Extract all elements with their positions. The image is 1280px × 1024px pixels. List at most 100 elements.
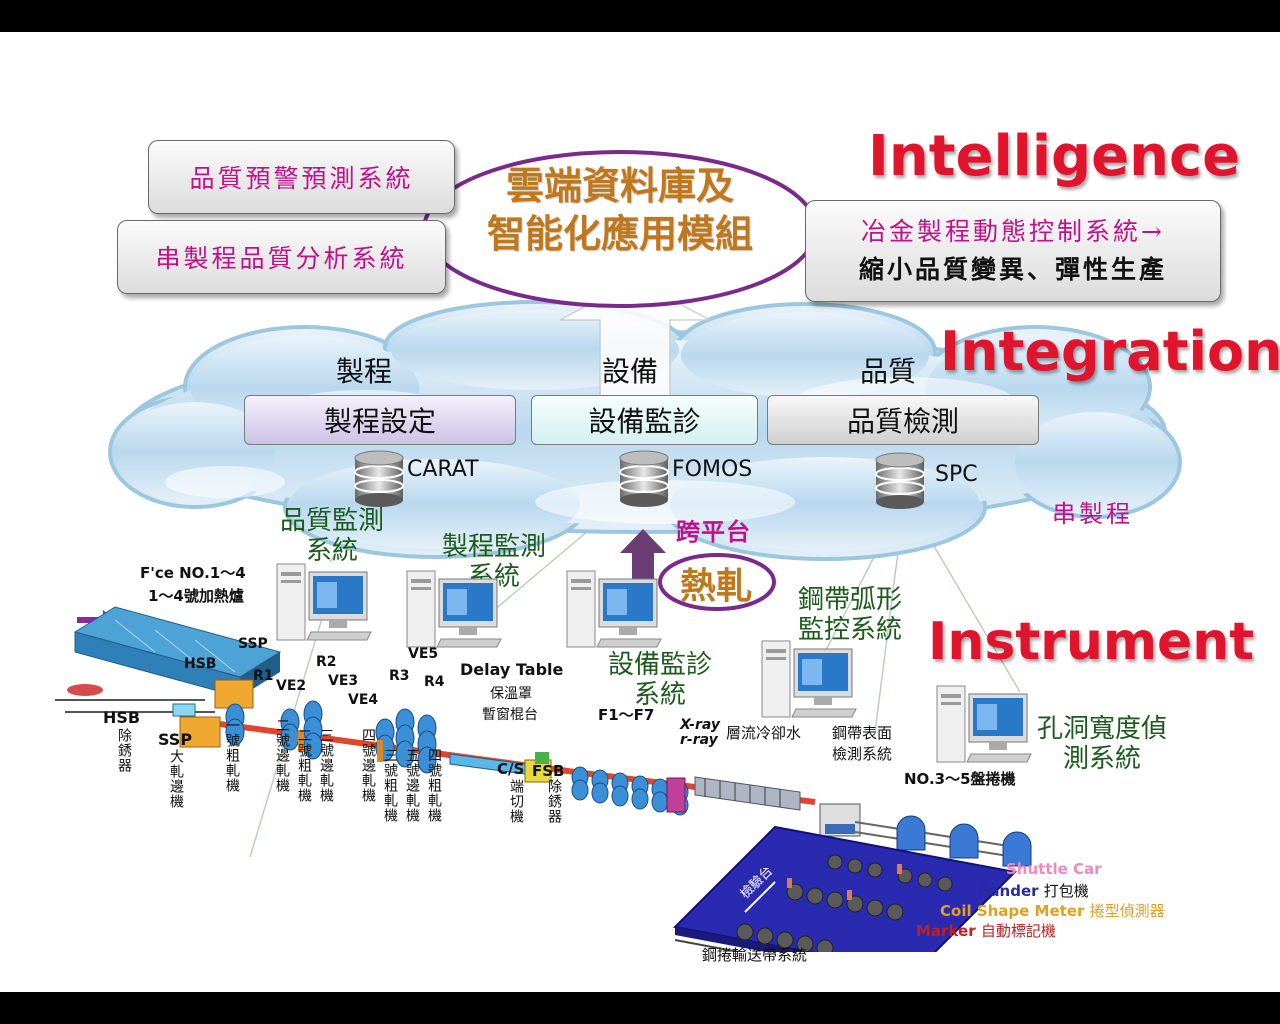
hot-rolling-ellipse (658, 553, 776, 611)
ve2-label: VE2 (276, 678, 307, 694)
legend-marker: Marker 自動標記機 (916, 920, 1056, 941)
hole-width-system-label: 孔洞寬度偵 測系統 (1022, 714, 1182, 774)
database-icon-spc (875, 452, 925, 509)
legend-coil-shape-meter: Coil Shape Meter 捲型偵測器 (940, 900, 1165, 921)
coil-conveyor-label: 鋼捲輸送帶系統 (702, 946, 808, 964)
dynamic-control-line1: 冶金製程動態控制系統→ (861, 217, 1165, 246)
equipment-diagnosis-box: 設備監診 (531, 395, 758, 445)
quality-monitor-system-label: 品質監測 系統 (262, 506, 402, 566)
strip-camber-system-label: 鋼帶弧形 監控系統 (780, 585, 920, 645)
legend-bander-en: Bander (978, 882, 1039, 900)
upward-arrow (559, 280, 711, 415)
furnace-zh-label: 1～4號加熱爐 (148, 587, 244, 605)
cloud-db-line1: 雲端資料庫及 (505, 163, 734, 208)
database-icon-carat (354, 450, 404, 507)
ve3-label: VE3 (328, 673, 359, 689)
edger-2-vlabel: 二號邊軋機 (274, 718, 290, 793)
heading-intelligence: Intelligence (868, 124, 1241, 189)
diagram-canvas: 雲端資料庫及 智能化應用模組 Intelligence Integration … (0, 32, 1280, 992)
hot-rolling-up-arrow (620, 529, 666, 585)
roughing-mill-1-vlabel: 一號粗軋機 (224, 718, 240, 793)
finishing-descaler-vlabel: 除銹器 (546, 779, 562, 824)
r3-label: R3 (389, 668, 410, 684)
db-label-fomos: FOMOS (672, 457, 753, 482)
cross-process-label: 串製程 (1052, 500, 1133, 528)
crop-shear-vlabel: 端切機 (508, 779, 524, 824)
hot-strip-mill-schematic (55, 606, 1032, 952)
quality-monitor-line2: 系統 (305, 536, 358, 566)
hole-width-line1: 孔洞寬度偵 (1036, 714, 1167, 744)
sizing-press-vlabel: 大軋邊機 (168, 749, 184, 809)
laminar-cooling-label: 層流冷卻水 (726, 724, 802, 742)
r4-label: R4 (424, 674, 445, 690)
legend-bander: Bander 打包機 (978, 880, 1089, 901)
cross-process-analysis-box: 串製程品質分析系統 (117, 220, 446, 294)
hold-table-label: 暫窗棍台 (482, 707, 538, 723)
db-label-carat: CARAT (407, 457, 479, 482)
legend-marker-zh: 自動標記機 (980, 922, 1056, 940)
equipment-monitor-system-label: 設備監診 系統 (590, 650, 730, 710)
edger-5-vlabel: 五號邊軋機 (404, 748, 420, 823)
computer-icon-process (406, 570, 502, 648)
edger-4-vlabel: 四號邊軋機 (360, 728, 376, 803)
legend-marker-en: Marker (916, 922, 976, 940)
db-label-spc: SPC (935, 462, 978, 487)
ve4-label: VE4 (348, 692, 379, 708)
xray-label: X-ray (680, 717, 720, 733)
database-icon-fomos (619, 450, 669, 507)
coilers-label: NO.3～5盤捲機 (904, 770, 1016, 788)
category-process: 製程 (336, 355, 393, 388)
delay-table-label: Delay Table (460, 660, 564, 679)
ve5-label: VE5 (408, 646, 439, 662)
quality-warning-box: 品質預警預測系統 (148, 140, 455, 214)
computer-icon-hole (936, 685, 1032, 763)
dynamic-control-line2: 縮小品質變異、彈性生產 (858, 255, 1167, 284)
legend-shuttle-car: Shuttle Car (1006, 860, 1102, 878)
r2-label: R2 (316, 654, 337, 670)
hsb-big-label: HSB (103, 708, 141, 727)
computer-icon-equipment (566, 570, 662, 648)
heading-integration: Integration (940, 320, 1280, 383)
heat-cover-label: 保溫罩 (490, 686, 532, 702)
descaler-vlabel: 除銹器 (116, 728, 132, 773)
furnace-en-label: F'ce NO.1～4 (140, 564, 246, 582)
cloud-db-line2: 智能化應用模組 (486, 211, 753, 256)
quality-warning-label: 品質預警預測系統 (189, 164, 414, 193)
equipment-monitor-line2: 系統 (633, 680, 686, 710)
computer-icon-camber (761, 640, 857, 718)
process-monitor-system-label: 製程監測 系統 (424, 532, 564, 592)
r1-label: R1 (253, 668, 274, 684)
quality-monitor-line1: 品質監測 (279, 506, 384, 536)
equipment-monitor-line1: 設備監診 (607, 650, 712, 680)
strip-camber-line1: 鋼帶弧形 (797, 585, 902, 615)
finishing-mills-label: F1～F7 (598, 706, 655, 724)
category-equipment: 設備 (602, 355, 659, 388)
ssp-top-label: SSP (238, 636, 268, 652)
quality-inspection-box: 品質檢測 (767, 395, 1039, 445)
cross-process-analysis-label: 串製程品質分析系統 (155, 244, 408, 273)
fsb-label: FSB (532, 762, 565, 780)
dynamic-control-box: 冶金製程動態控制系統→ 縮小品質變異、彈性生產 (805, 200, 1221, 302)
cross-platform-label: 跨平台 (676, 517, 751, 546)
cloud-db-title: 雲端資料庫及 智能化應用模組 (430, 162, 810, 258)
cs-label: C/S (497, 760, 525, 778)
legend-coil-zh: 捲型偵測器 (1089, 902, 1165, 920)
strip-camber-line2: 監控系統 (797, 615, 902, 645)
legend-coil-en: Coil Shape Meter (940, 902, 1085, 920)
hot-rolling-label: 熱軋 (680, 565, 753, 607)
legend-bander-zh: 打包機 (1043, 882, 1089, 900)
edger-3-vlabel: 三號邊軋機 (318, 728, 334, 803)
process-monitor-line1: 製程監測 (441, 532, 546, 562)
hole-width-line2: 測系統 (1062, 744, 1141, 774)
rray-label: r-ray (680, 732, 718, 748)
ssp-big-label: SSP (158, 730, 193, 749)
heading-instrument: Instrument (928, 612, 1255, 672)
process-setting-box: 製程設定 (244, 395, 516, 445)
hsb-small-label: HSB (184, 656, 217, 672)
computer-icon-quality (276, 563, 372, 641)
category-quality: 品質 (860, 355, 917, 388)
roughing-mill-3-vlabel: 三號粗軋機 (382, 748, 398, 823)
roughing-mill-4-vlabel: 四號粗軋機 (426, 748, 442, 823)
roughing-mill-2-vlabel: 二號粗軋機 (296, 728, 312, 803)
surface-inspection-line1: 鋼帶表面 (832, 724, 893, 742)
